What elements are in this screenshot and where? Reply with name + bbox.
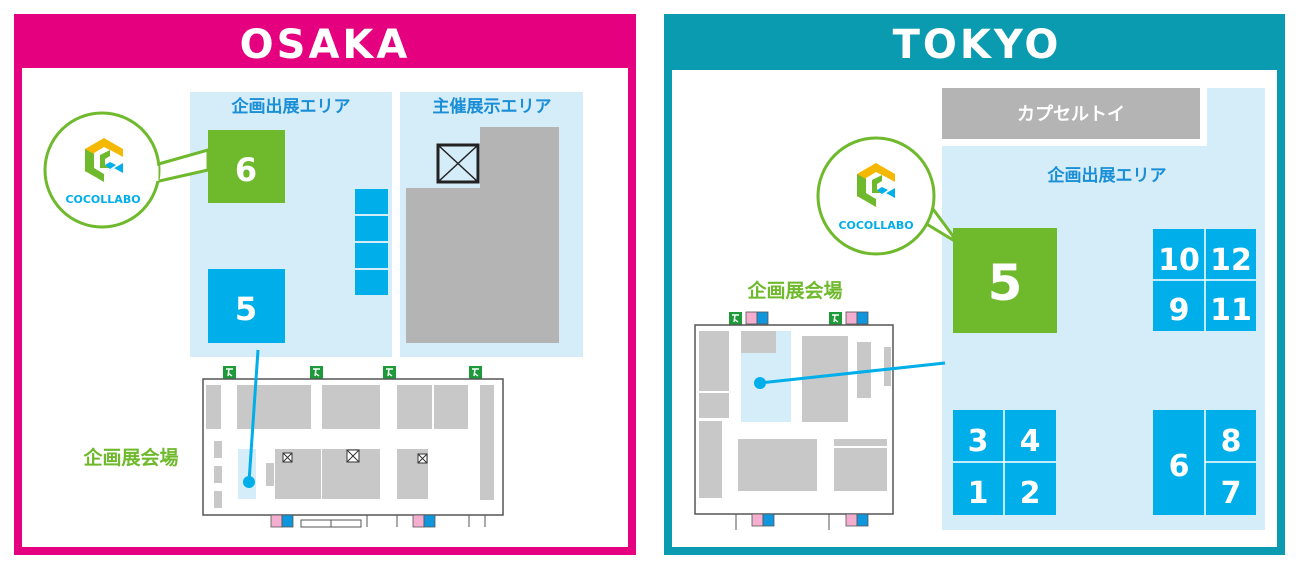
booth-group-bottom-left: 3 4 1 2	[953, 410, 1056, 515]
logo-text: COCOLLABO	[65, 193, 140, 206]
venue-floorplan	[694, 311, 894, 530]
booth-number: 12	[1210, 243, 1252, 278]
planned-area-label: 企画出展エリア	[231, 96, 351, 117]
booth-number: 10	[1158, 243, 1200, 278]
connector-line	[247, 349, 260, 483]
booth-number: 6	[235, 151, 257, 189]
booth-number: 5	[988, 254, 1023, 312]
organizer-block	[406, 127, 559, 343]
booth-number: 7	[1221, 476, 1242, 511]
connector-line	[759, 361, 946, 385]
osaka-title: OSAKA	[240, 22, 411, 68]
pillar-icon	[436, 143, 480, 184]
booth-highlight[interactable]	[208, 130, 285, 203]
booth[interactable]	[208, 269, 285, 343]
booth-number: 2	[1020, 476, 1041, 511]
booth-number: 3	[968, 424, 989, 459]
capsule-toy-area	[942, 88, 1200, 139]
planned-area-label: 企画出展エリア	[1047, 165, 1167, 186]
booth-number: 6	[1169, 449, 1190, 484]
booth-highlight[interactable]	[953, 228, 1057, 333]
capsule-toy-label: カプセルトイ	[1017, 103, 1125, 125]
location-dot	[754, 377, 766, 389]
booth-number: 9	[1169, 293, 1190, 328]
booth-number: 8	[1221, 424, 1242, 459]
small-booths	[355, 189, 388, 295]
booth-number: 4	[1020, 424, 1041, 459]
cocollabo-bubble: COCOLLABO	[816, 136, 955, 256]
booth-number: 5	[235, 290, 257, 328]
venue-label: 企画展会場	[82, 446, 178, 469]
organizer-area-label: 主催展示エリア	[433, 96, 552, 117]
location-dot	[243, 476, 255, 488]
booth-group-top-right: 10 12 9 11	[1153, 229, 1256, 331]
logo-text: COCOLLABO	[838, 219, 913, 232]
booth-group-bottom-right: 6 8 7	[1153, 410, 1256, 515]
booth-number: 11	[1210, 293, 1252, 328]
venue-label: 企画展会場	[746, 279, 842, 302]
venue-floorplan	[202, 365, 504, 528]
tokyo-title: TOKYO	[893, 22, 1062, 68]
osaka-panel: OSAKA 企画出展エリア 主催展示エリア 6 5 COCOLLABO	[14, 14, 636, 555]
cocollabo-bubble: COCOLLABO	[43, 111, 210, 229]
booth-number: 1	[968, 476, 989, 511]
tokyo-panel: TOKYO カプセルトイ 企画出展エリア 5 10 12 9 11 3 4 1 …	[664, 14, 1285, 555]
